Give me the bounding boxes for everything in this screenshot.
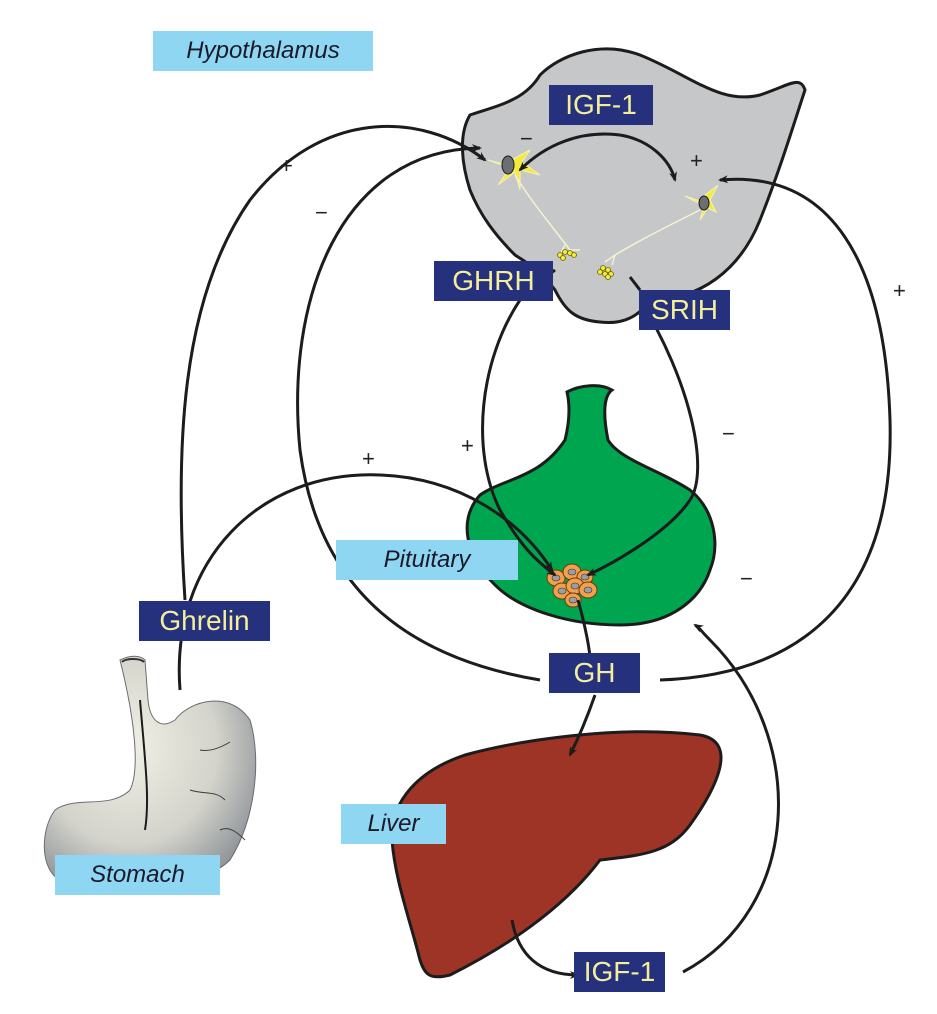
arrow-ghrh-to-pituitary	[481, 299, 557, 577]
arrow-gh-to-srih-neuron	[659, 175, 892, 682]
arrow-igf1-to-srih-neuron	[619, 133, 677, 182]
label-ghrelin: Ghrelin	[139, 601, 270, 641]
arrow-liver-to-igf1	[510, 919, 580, 979]
label-igf1-bottom: IGF-1	[574, 952, 665, 992]
label-liver: Liver	[341, 804, 446, 844]
label-gh: GH	[549, 653, 640, 693]
arrow-igf1-to-ghrh-neuron	[518, 132, 621, 172]
sign-srih-to-pituitary: −	[722, 421, 735, 446]
hypothalamus-shape	[460, 47, 807, 325]
sign-igf1-to-srih-neuron: +	[690, 148, 703, 173]
pathway-lines	[177, 124, 892, 979]
sign-igf1-to-pituitary: −	[740, 566, 753, 591]
arrow-igf1-to-pituitary	[682, 623, 780, 974]
pituitary-shape	[465, 384, 717, 627]
arrow-gh-to-ghrh-neuron	[296, 144, 541, 682]
sign-gh-to-ghrh-neuron: −	[315, 200, 328, 225]
liver-shape	[390, 730, 723, 979]
arrow-gh-to-liver	[568, 694, 597, 757]
label-igf1-top: IGF-1	[549, 85, 653, 125]
label-pituitary: Pituitary	[336, 540, 518, 580]
arrow-srih-to-pituitary	[586, 299, 700, 577]
sign-ghrelin-to-hypothalamus: +	[280, 153, 293, 178]
label-hypothalamus: Hypothalamus	[153, 31, 373, 71]
ghrh-neuron	[487, 149, 580, 261]
srih-neuron	[597, 184, 719, 280]
sign-ghrh-to-pituitary: +	[461, 433, 474, 458]
label-ghrh: GHRH	[434, 261, 553, 301]
arrow-ghrelin-to-hypothalamus	[179, 124, 487, 601]
sign-ghrelin-to-pituitary: +	[362, 446, 375, 471]
arrow-ghrelin-to-pituitary	[177, 473, 554, 691]
sign-igf1-to-ghrh-neuron: −	[520, 126, 533, 151]
stomach-image	[43, 655, 257, 886]
sign-gh-to-srih-neuron: +	[893, 278, 906, 303]
label-srih: SRIH	[639, 290, 730, 330]
label-stomach: Stomach	[55, 855, 220, 895]
